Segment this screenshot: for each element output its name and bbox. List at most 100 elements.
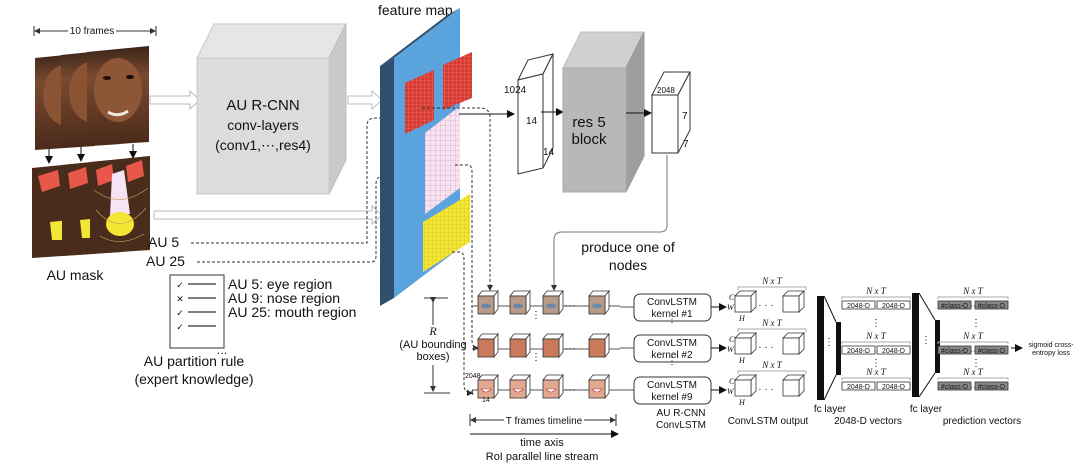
roi-cube-eye: [542, 289, 564, 316]
roi-cube-eye: [509, 289, 531, 316]
vertical-ellipsis: ⋮: [531, 352, 541, 363]
fc2-label: fc layer: [910, 404, 943, 415]
res5-out-h-label: 7: [682, 111, 688, 122]
face-frame: [87, 46, 149, 146]
check-icon: ✓: [176, 322, 184, 332]
dim-c-label: C: [729, 377, 735, 386]
stream-cube-w: 14: [482, 397, 490, 404]
timeline-label: T frames timeline: [506, 416, 583, 427]
vertical-ellipsis: ⋮: [971, 358, 981, 369]
roi-cube-mouth: [509, 373, 531, 400]
res5-block: res 5 block: [562, 31, 645, 193]
frame-to-mask-arrows: [45, 144, 137, 164]
vertical-ellipsis: ⋮: [531, 310, 541, 321]
svg-text:··: ··: [874, 384, 879, 391]
svg-text:2048-D: 2048-D: [882, 384, 905, 391]
svg-text:#class-D: #class-D: [978, 348, 1005, 355]
svg-text:⋮: ⋮: [921, 335, 931, 346]
prediction-vector-row: #class-D#class-D··N x T: [937, 367, 1009, 391]
nose-roi-route: [455, 164, 479, 351]
check-icon: ✓: [176, 280, 184, 290]
svg-text:··: ··: [971, 384, 976, 391]
roi-w-label: 14: [543, 147, 555, 158]
svg-text:··: ··: [971, 303, 976, 310]
au5-route: [191, 115, 403, 244]
nxt-label: N x T: [761, 360, 782, 370]
fc1-label: fc layer: [814, 404, 847, 415]
roi-cube-nose: [542, 332, 564, 359]
loss-line1: sigmoid cross-: [1028, 342, 1074, 349]
dim-c-label: C: [729, 293, 735, 302]
vertical-ellipsis: ⋮: [971, 318, 981, 329]
nxt-label: N x T: [865, 286, 886, 296]
roi-stream: ·········⋮⋮: [472, 289, 620, 400]
face-frames: [35, 46, 149, 150]
partition-rule-card: ✓AU 5: eye region✕AU 9: nose region✓AU 2…: [169, 274, 356, 349]
svg-text:2048-D: 2048-D: [847, 384, 870, 391]
svg-text:ConvLSTM: ConvLSTM: [647, 338, 697, 349]
au25-route: [197, 173, 419, 263]
vertical-ellipsis: ⋮: [871, 358, 881, 369]
nxt-label: N x T: [761, 318, 782, 328]
partition-rule-text: AU 5: eye region: [228, 276, 332, 292]
convlstm-caption-line1: AU R-CNN: [657, 408, 706, 419]
fc-layer-1: ⋮: [817, 295, 841, 401]
stream-ellipsis: ···: [565, 384, 576, 396]
vertical-ellipsis: ⋮: [667, 356, 677, 367]
res5-line2: block: [571, 131, 607, 148]
partition-title-line2: (expert knowledge): [134, 371, 253, 387]
vertical-ellipsis: ⋮: [667, 314, 677, 325]
svg-text:··: ··: [874, 348, 879, 355]
bbox-line2: boxes): [416, 351, 449, 363]
roi-h-label: 14: [526, 116, 538, 127]
produce-route: [551, 155, 668, 291]
dim-w-label: W: [727, 345, 735, 354]
res5-out-depth-label: 2048: [657, 86, 675, 95]
feature-map-title: feature map: [378, 2, 453, 18]
eye-roi-route: [422, 107, 493, 291]
svg-text:· · ·: · · ·: [758, 300, 774, 311]
svg-text:⋮: ⋮: [824, 337, 834, 348]
partition-title-line1: AU partition rule: [144, 353, 245, 369]
res5-output-box: [651, 71, 691, 154]
stream-title: RoI parallel line stream: [486, 451, 599, 463]
svg-text:··: ··: [874, 303, 879, 310]
svg-text:2048-D: 2048-D: [882, 303, 905, 310]
mouth-roi-route: [452, 251, 473, 396]
fc-layer-2: ⋮: [912, 292, 940, 398]
hollow-arrow-conv-to-featuremap: [347, 89, 383, 111]
svg-text:kernel #1: kernel #1: [651, 309, 693, 320]
nxt-label: N x T: [865, 331, 886, 341]
svg-text:kernel #9: kernel #9: [651, 392, 693, 403]
stream-ellipsis: ···: [565, 300, 576, 312]
bbox-line1: (AU bounding: [399, 339, 466, 351]
svg-text:··: ··: [971, 348, 976, 355]
svg-text:· · ·: · · ·: [758, 384, 774, 395]
produce-line2: nodes: [609, 257, 647, 273]
svg-text:· · ·: · · ·: [758, 342, 774, 353]
prediction-vector-row: #class-D#class-D··N x T: [937, 286, 1009, 310]
roi-cube-eye: [588, 289, 610, 316]
bbox-symbol: R: [428, 324, 437, 338]
res5-out-w-label: 7: [683, 139, 689, 150]
au5-label: AU 5: [148, 234, 179, 250]
convlstm-output-label: ConvLSTM output: [728, 416, 809, 427]
dim-w-label: W: [727, 303, 735, 312]
loss-line2: entropy loss: [1032, 350, 1070, 357]
au25-label: AU 25: [146, 253, 185, 269]
eye-region-left: [405, 70, 434, 134]
stream-cube-depth: 2048: [465, 373, 481, 380]
frames-span-indicator: 10 frames: [33, 24, 157, 37]
svg-text:#class-D: #class-D: [941, 384, 968, 391]
roi-cube-mouth: [588, 373, 610, 400]
roi-cube-nose: [588, 332, 610, 359]
svg-text:2048-D: 2048-D: [847, 348, 870, 355]
roi-cube-nose: [477, 332, 499, 359]
